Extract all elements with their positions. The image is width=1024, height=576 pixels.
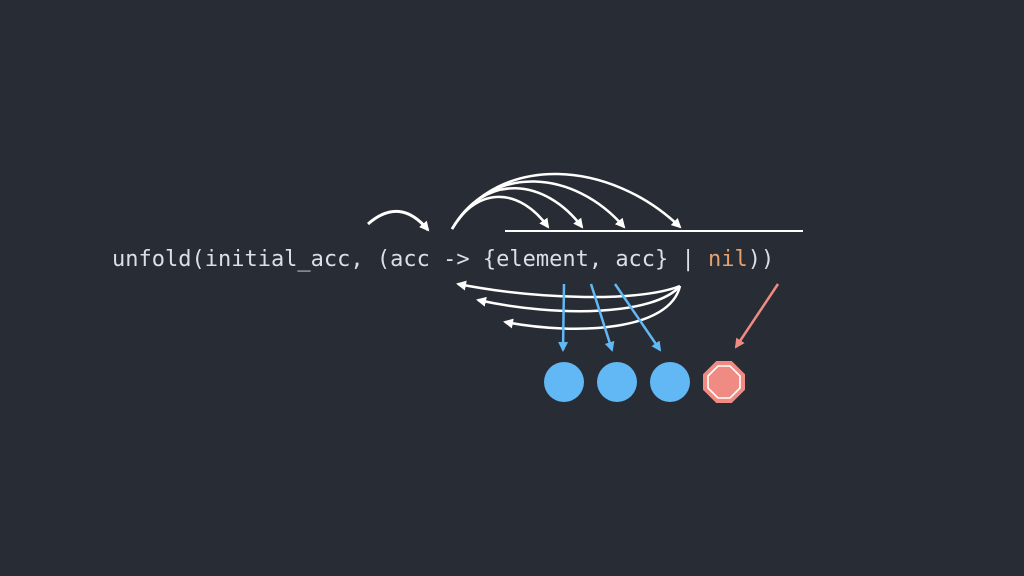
call-arc-1 [450,195,550,230]
element-arrow-2 [589,283,615,352]
call-arc-2 [450,187,584,230]
stop-sign-icon [703,361,745,403]
acc-return-arc-3 [503,285,682,330]
code-closing-parens: )) [748,247,775,272]
element-arrow-1 [558,283,569,352]
initial-acc-arrow [367,209,430,232]
call-arc-3 [450,180,626,230]
acc-return-arc-1 [456,280,681,299]
element-dot-3 [650,362,690,402]
nil-arrow [734,283,780,349]
emitted-elements [544,362,690,402]
acc-return-arcs [456,280,682,330]
acc-return-arc-2 [476,285,681,313]
element-arrows [558,283,662,352]
code-before-nil: unfold(initial_acc, (acc -> {element, ac… [112,247,708,272]
call-arc-4 [450,172,682,230]
nil-keyword: nil [708,247,748,272]
call-arcs [450,172,682,230]
element-dot-2 [597,362,637,402]
element-arrow-3 [613,283,662,352]
code-line: unfold(initial_acc, (acc -> {element, ac… [112,247,774,272]
element-dot-1 [544,362,584,402]
